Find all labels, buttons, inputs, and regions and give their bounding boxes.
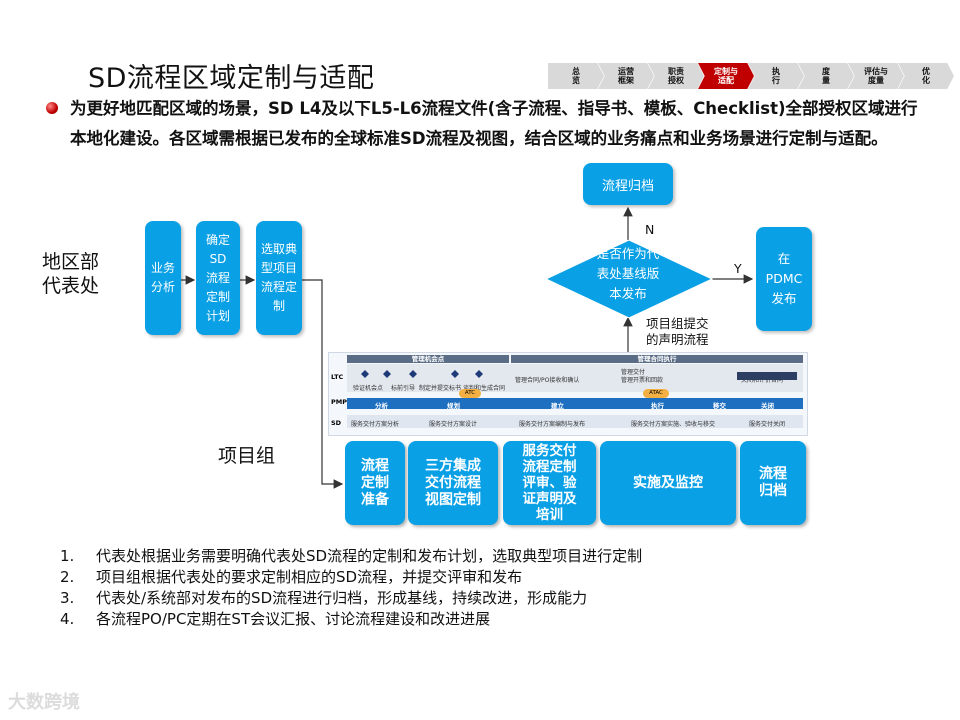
- pmp-phase: 执行: [651, 402, 664, 410]
- ltc-item: 验证机会点: [353, 385, 384, 392]
- step-tab[interactable]: 执 行: [748, 63, 804, 89]
- branch-n-label: N: [645, 222, 655, 237]
- list-item-number: 1.: [60, 547, 75, 565]
- pmp-phase: 关闭: [761, 402, 774, 410]
- ltc-item: 管理交付: [621, 369, 646, 376]
- ltc-header-2: 管理合同执行: [511, 355, 803, 363]
- sd-phase: 服务交付方案分析: [351, 421, 400, 428]
- ltc-item: 制定并提交标书: [419, 385, 462, 392]
- steps-list: 1. 代表处根据业务需要明确代表处SD流程的定制和发布计划，选取典型项目进行定制 2…: [60, 546, 642, 630]
- list-item: 3. 代表处/系统部对发布的SD流程进行归档，形成基线，持续改进，形成能力: [60, 588, 642, 609]
- pmp-row: [347, 398, 803, 409]
- ltc-item: 管理合同/PO接收和确认: [515, 377, 580, 384]
- step-tab[interactable]: 定制与 适配: [698, 63, 754, 89]
- project-box-review: 服务交付 流程定制 评审、验 证声明及 培训: [503, 441, 596, 525]
- ltc-item: 管理开票和回款: [621, 377, 664, 384]
- sd-phase: 服务交付方案编制与发布: [519, 421, 586, 428]
- page-title: SD流程区域定制与适配: [88, 63, 375, 94]
- pmp-phase: 建立: [551, 402, 564, 410]
- step-tab[interactable]: 评估与 度量: [848, 63, 904, 89]
- project-box-prep: 流程 定制 准备: [345, 441, 405, 525]
- region-box-select-project: 选取典 型项目 流程定 制: [256, 221, 302, 335]
- ltc-item: 标前引导: [391, 385, 416, 392]
- archive-box: 流程归档: [583, 163, 673, 205]
- atac-badge: ATAC: [643, 389, 669, 398]
- step-tab[interactable]: 优 化: [898, 63, 954, 89]
- ltc-diamonds: [361, 370, 797, 380]
- list-item: 1. 代表处根据业务需要明确代表处SD流程的定制和发布计划，选取典型项目进行定制: [60, 546, 642, 567]
- connector-to-project: [300, 279, 344, 489]
- pmp-phase: 移交: [713, 402, 726, 410]
- sd-phase: 服务交付方案设计: [429, 421, 478, 428]
- watermark-logo: 大数跨境: [8, 688, 80, 714]
- sd-phase: 服务交付关闭: [749, 421, 786, 428]
- watermark-text: 大数跨境: [8, 692, 80, 713]
- list-item-text: 代表处根据业务需要明确代表处SD流程的定制和发布计划，选取典型项目进行定制: [96, 547, 643, 565]
- ltc-row: [347, 364, 803, 392]
- strip-row-ltc: LTC: [331, 373, 344, 381]
- project-box-view-customize: 三方集成 交付流程 视图定制: [408, 441, 498, 525]
- list-item-text: 代表处/系统部对发布的SD流程进行归档，形成基线，持续改进，形成能力: [96, 589, 588, 607]
- ltc-item: 关闭和评价合同: [741, 377, 784, 384]
- ltc-header-1: 管理机会点: [347, 355, 509, 363]
- submit-note: 项目组提交 的声明流程: [646, 316, 709, 347]
- list-item: 2. 项目组根据代表处的要求定制相应的SD流程，并提交评审和发布: [60, 567, 642, 588]
- list-item-number: 4.: [60, 610, 75, 628]
- project-box-implement: 实施及监控: [600, 441, 736, 525]
- process-strip: LTC PMP SD 管理机会点 管理合同执行 验证机会点 标前引导 制定并提交…: [328, 352, 808, 436]
- ltc-item: 谈判和生成合同: [463, 385, 506, 392]
- atc-badge: ATC: [459, 389, 481, 398]
- step-tab[interactable]: 度 量: [798, 63, 854, 89]
- branch-y-label: Y: [734, 261, 742, 276]
- decision-text: 是否作为代 表处基线版 本发布: [596, 246, 660, 301]
- region-box-plan: 确定 SD 流程 定制 计划: [196, 221, 240, 335]
- step-tab[interactable]: 总 览: [548, 63, 604, 89]
- pdmc-box: 在 PDMC 发布: [756, 227, 812, 331]
- project-label: 项目组: [218, 445, 276, 467]
- list-item: 4. 各流程PO/PC定期在ST会议汇报、讨论流程建设和改进进展: [60, 609, 642, 630]
- strip-row-sd: SD: [331, 419, 342, 427]
- step-tab[interactable]: 职责 授权: [648, 63, 704, 89]
- list-item-number: 2.: [60, 568, 75, 586]
- step-tab[interactable]: 运营 框架: [598, 63, 654, 89]
- intro-text: 为更好地匹配区域的场景，SD L4及以下L5-L6流程文件(含子流程、指导书、模…: [70, 99, 918, 148]
- sd-phase: 服务交付方案实施、验收与移交: [631, 421, 716, 428]
- list-item-number: 3.: [60, 589, 75, 607]
- region-box-business-analysis: 业务 分析: [145, 221, 181, 335]
- sd-row: [347, 415, 803, 428]
- pmp-phase: 分析: [375, 402, 388, 410]
- pmp-phase: 规划: [447, 402, 460, 410]
- project-box-archive: 流程 归档: [740, 441, 806, 525]
- decision-diamond: [544, 239, 714, 319]
- list-item-text: 各流程PO/PC定期在ST会议汇报、讨论流程建设和改进进展: [96, 610, 491, 628]
- bullet-icon: [46, 102, 58, 114]
- list-item-text: 项目组根据代表处的要求定制相应的SD流程，并提交评审和发布: [96, 568, 523, 586]
- step-tabs: 总 览运营 框架职责 授权定制与 适配执 行度 量评估与 度量优 化: [548, 63, 954, 89]
- region-label: 地区部 代表处: [42, 251, 100, 297]
- strip-row-pmp: PMP: [331, 398, 347, 406]
